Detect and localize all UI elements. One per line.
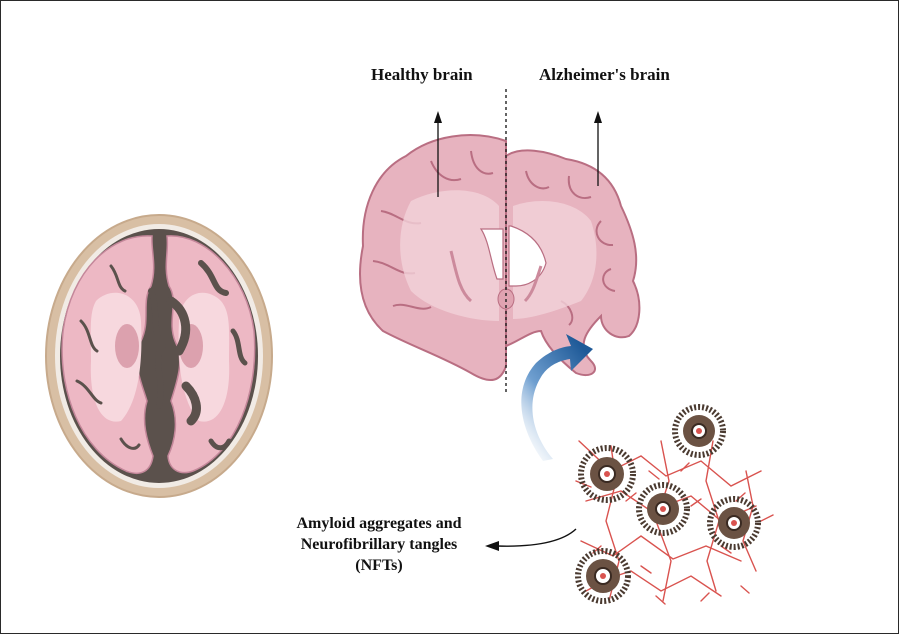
amyloid-plaque-icon (576, 407, 773, 604)
axial-brain-icon (46, 215, 272, 497)
plaque-2 (675, 407, 723, 455)
alzheimers-brain-label: Alzheimer's brain (539, 65, 670, 85)
caption-line-3: (NFTs) (259, 555, 499, 576)
plaque-1 (581, 448, 633, 500)
healthy-brain-label: Healthy brain (371, 65, 473, 85)
zoom-arrow (521, 334, 593, 461)
caption-line-1: Amyloid aggregates and (259, 513, 499, 534)
plaque-4 (710, 499, 758, 547)
plaque-5 (578, 551, 628, 601)
plaque-3 (639, 485, 687, 533)
caption-line-2: Neurofibrillary tangles (259, 534, 499, 555)
amyloid-caption: Amyloid aggregates and Neurofibrillary t… (259, 513, 499, 576)
